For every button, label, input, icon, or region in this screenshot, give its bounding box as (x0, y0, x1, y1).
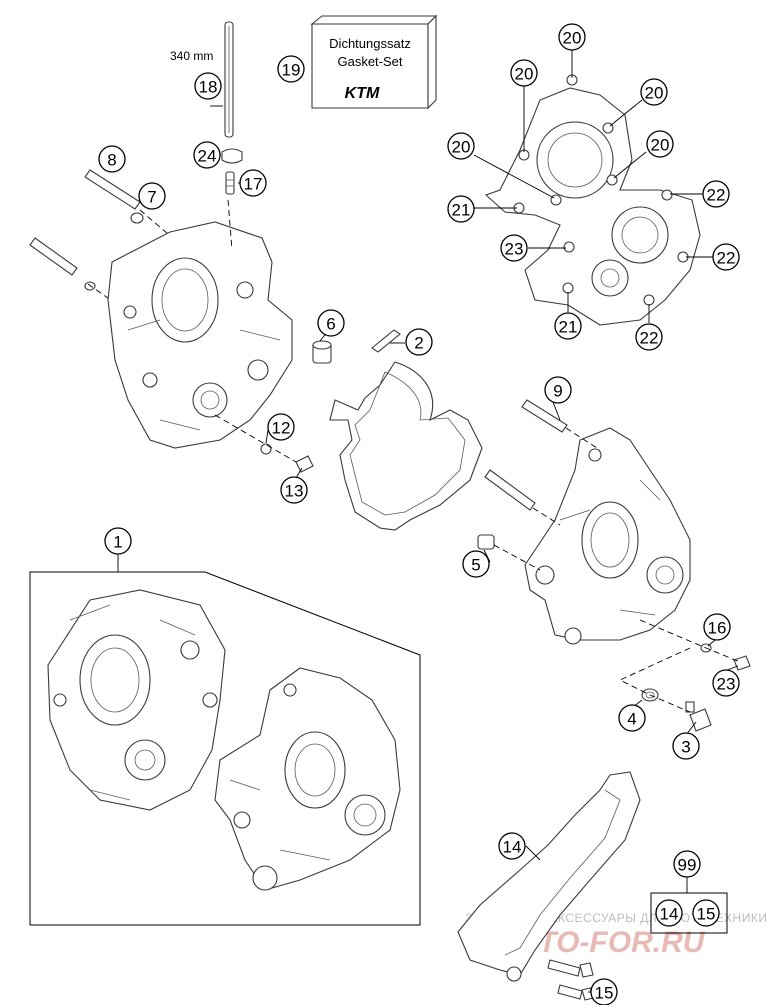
chain-guide-14 (457, 771, 641, 982)
callout-22-c: 22 (635, 323, 663, 351)
callout-2: 2 (405, 328, 433, 356)
bolt-15-upper (547, 959, 594, 978)
callout-23-b: 23 (712, 669, 740, 697)
svg-text:9: 9 (553, 382, 562, 401)
callout-23-a: 23 (500, 234, 528, 262)
callout-17: 17 (239, 169, 267, 197)
svg-text:20: 20 (645, 84, 664, 103)
svg-text:2: 2 (414, 334, 423, 353)
bolt-23 (733, 655, 751, 671)
callout-14: 14 (498, 832, 526, 860)
svg-text:23: 23 (717, 675, 736, 694)
callout-3: 3 (672, 732, 700, 760)
dowel-pin-8 (84, 169, 141, 210)
callout-13: 13 (280, 476, 308, 504)
callout-9: 9 (544, 376, 572, 404)
plug-3 (685, 701, 712, 732)
svg-text:24: 24 (198, 147, 217, 166)
left-crankcase-half (107, 221, 293, 449)
crankcase-assembly-box (29, 554, 421, 926)
bushing-6 (312, 340, 332, 364)
callout-21-b: 21 (554, 312, 582, 340)
callout-20-b: 20 (510, 59, 538, 87)
callout-15: 15 (590, 978, 618, 1005)
callout-99: 99 (673, 850, 701, 878)
svg-text:22: 22 (717, 249, 736, 268)
svg-text:16: 16 (708, 619, 727, 638)
washer-12 (260, 443, 272, 455)
sleeve-5 (477, 534, 495, 550)
callout-5: 5 (462, 550, 490, 578)
svg-text:12: 12 (272, 419, 291, 438)
svg-text:8: 8 (107, 151, 116, 170)
callout-20-c: 20 (640, 78, 668, 106)
gasket-set-box: Dichtungssatz Gasket-Set KTM (310, 14, 438, 110)
svg-text:4: 4 (627, 710, 636, 729)
svg-text:13: 13 (285, 482, 304, 501)
svg-text:23: 23 (505, 240, 524, 259)
svg-text:7: 7 (147, 188, 156, 207)
svg-text:17: 17 (244, 175, 263, 194)
callout-4: 4 (618, 704, 646, 732)
sleeve-7 (130, 212, 144, 224)
svg-text:19: 19 (282, 61, 301, 80)
length-label: 340 mm (170, 49, 213, 63)
callout-20-d: 20 (646, 130, 674, 158)
callout-14-kit: 14 (655, 899, 683, 927)
callout-7: 7 (138, 182, 166, 210)
svg-text:22: 22 (640, 329, 659, 348)
svg-text:14: 14 (660, 905, 679, 924)
svg-text:20: 20 (452, 138, 471, 157)
svg-text:18: 18 (199, 78, 218, 97)
assembly-right-half (214, 667, 401, 891)
callout-22-b: 22 (712, 243, 740, 271)
callout-16: 16 (703, 613, 731, 641)
gasket-box-line1: Dichtungssatz (329, 36, 411, 51)
dowel-pin-left (29, 237, 96, 291)
callout-6: 6 (317, 309, 345, 337)
callout-21-a: 21 (447, 195, 475, 223)
gasket-box-line2: Gasket-Set (337, 54, 402, 69)
callout-20-a: 20 (558, 23, 586, 51)
right-crankcase-half-middle (524, 427, 691, 645)
ktm-logo: KTM (345, 85, 380, 102)
svg-text:14: 14 (503, 838, 522, 857)
bolt-13 (295, 455, 314, 473)
svg-text:20: 20 (515, 65, 534, 84)
svg-text:21: 21 (559, 318, 578, 337)
kit-99-box (650, 877, 728, 934)
right-crankcase-half-top (484, 74, 701, 326)
callout-20-e: 20 (447, 132, 475, 160)
bolt-15-lower (557, 984, 594, 1001)
callout-12: 12 (267, 413, 295, 441)
callout-8: 8 (98, 145, 126, 173)
svg-text:15: 15 (697, 905, 716, 924)
dowel-pin-middle (484, 469, 536, 511)
dowel-pin-9 (521, 399, 568, 433)
svg-text:1: 1 (113, 533, 122, 552)
assembly-left-half (47, 589, 226, 811)
callout-1: 1 (104, 527, 132, 555)
svg-text:5: 5 (471, 556, 480, 575)
svg-text:3: 3 (681, 738, 690, 757)
crankcase-gasket (329, 329, 483, 531)
svg-text:20: 20 (563, 29, 582, 48)
clip-part (221, 148, 243, 164)
callout-18: 18 (194, 72, 222, 100)
callout-15-kit: 15 (692, 899, 720, 927)
callout-22-a: 22 (702, 180, 730, 208)
tube-part (224, 21, 234, 138)
svg-text:20: 20 (651, 136, 670, 155)
svg-text:21: 21 (452, 201, 471, 220)
svg-text:22: 22 (707, 186, 726, 205)
svg-text:15: 15 (595, 984, 614, 1003)
nipple-part (225, 171, 235, 195)
svg-text:6: 6 (326, 315, 335, 334)
svg-text:99: 99 (678, 856, 697, 875)
callout-19: 19 (277, 55, 305, 83)
callout-24: 24 (193, 141, 221, 169)
